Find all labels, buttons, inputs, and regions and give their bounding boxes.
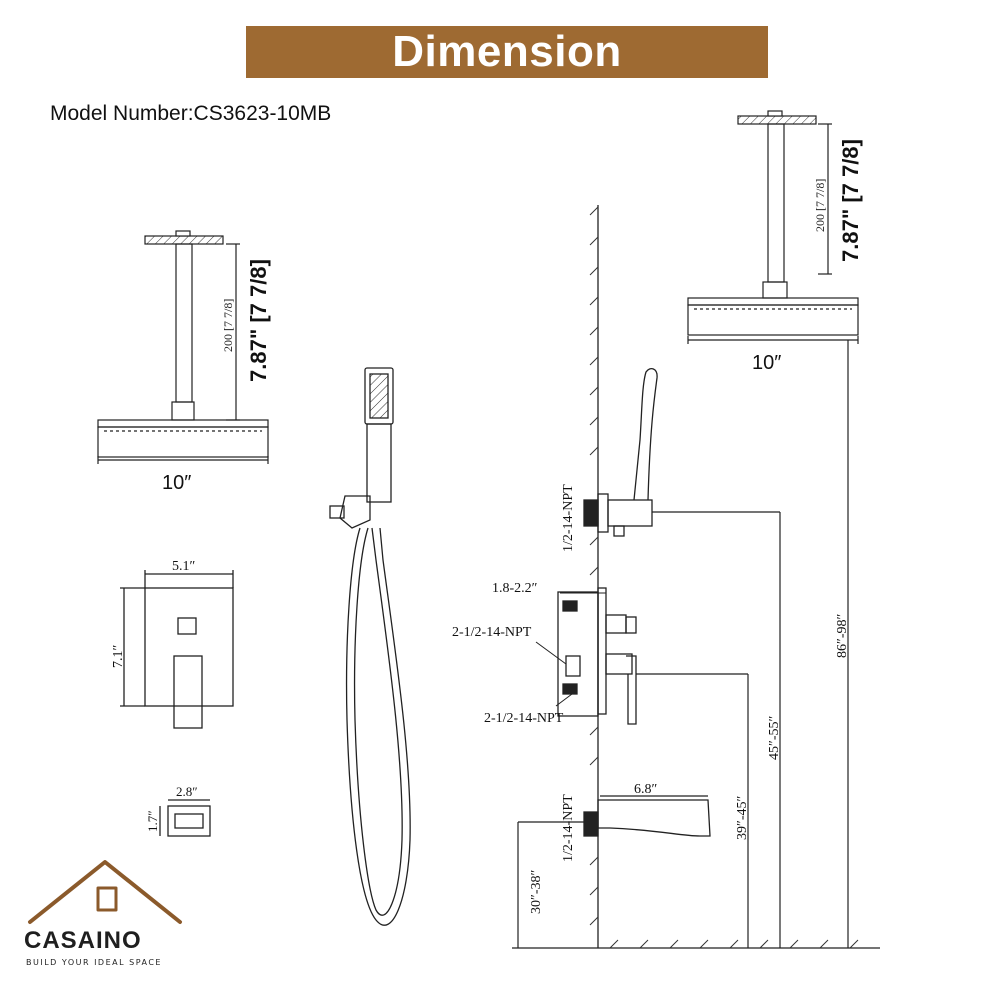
left-shower-head (97, 230, 269, 464)
spout-npt: 1/2-14-NPT (561, 794, 576, 862)
valve-plate-width: 5.1″ (172, 559, 196, 574)
valve-plate-height: 7.1″ (111, 645, 126, 669)
upper-outlet-npt: 1/2-14-NPT (561, 484, 576, 552)
left-arm-height-in: 7.87" [7 7/8] (246, 259, 271, 382)
valve-mount-height: 39″-45″ (735, 796, 750, 840)
right-arm-height-mm: 200 [7 7/8] (813, 179, 827, 232)
model-number: Model Number:CS3623-10MB (50, 102, 332, 125)
left-head-width: 10″ (162, 472, 191, 494)
valve-trim-plate (120, 570, 234, 729)
logo-brand-name: CASAINO (24, 927, 142, 954)
spout-length: 6.8″ (634, 782, 658, 797)
right-head-width: 10″ (752, 352, 781, 374)
holder-width: 2.8″ (176, 784, 198, 799)
handheld-shower (329, 367, 411, 926)
banner-title: Dimension (392, 27, 622, 76)
side-valve-body (557, 587, 748, 725)
logo-tagline: BUILD YOUR IDEAL SPACE (26, 958, 162, 967)
right-arm-height-in: 7.87" [7 7/8] (838, 139, 863, 262)
holder-block (159, 799, 211, 837)
valve-npt-top: 2-1/2-14-NPT (452, 625, 532, 640)
height-dimension-lines (512, 340, 849, 949)
valve-npt-bottom: 2-1/2-14-NPT (484, 711, 564, 726)
tub-spout (518, 795, 711, 837)
spout-mount-height: 30″-38″ (529, 870, 544, 914)
holder-height: 1.7″ (145, 810, 160, 832)
wall-hatching (589, 206, 859, 949)
right-shower-head (687, 110, 859, 344)
depth-range: 1.8-2.2″ (492, 581, 538, 596)
left-arm-height-mm: 200 [7 7/8] (221, 299, 235, 352)
casaino-logo-icon (28, 860, 182, 924)
title-banner: Dimension (246, 26, 768, 78)
total-height: 86″-98″ (835, 614, 850, 658)
upper-outlet (583, 367, 780, 537)
holder-mount-height: 45″-55″ (767, 716, 782, 760)
